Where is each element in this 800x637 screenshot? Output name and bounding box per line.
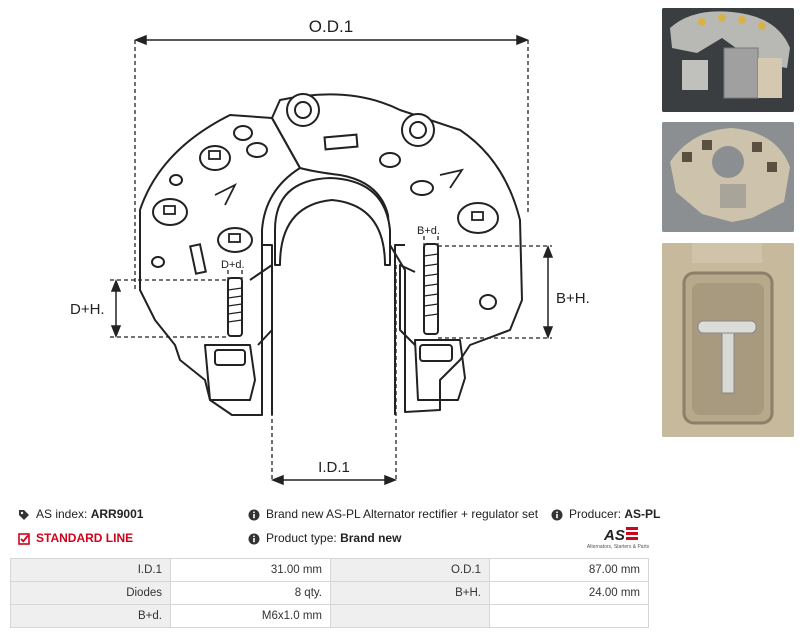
spec-value: 8 qty. (170, 581, 331, 605)
id-label: I.D.1 (318, 459, 350, 476)
info-icon (551, 509, 563, 521)
description-text: Brand new AS-PL Alternator rectifier + r… (266, 507, 539, 521)
specs-table: I.D.1 31.00 mm O.D.1 87.00 mm Diodes 8 q… (10, 558, 649, 628)
producer-label: Producer: (569, 507, 622, 521)
info-icon (248, 509, 260, 521)
spec-value (489, 604, 649, 628)
left-bolt (227, 277, 243, 337)
checkbox-checked-icon (18, 533, 30, 545)
od-label: O.D.1 (309, 17, 353, 36)
rectifier-underside-photo[interactable] (662, 122, 794, 232)
spec-label: B+H. (330, 581, 490, 605)
tag-icon (19, 509, 29, 520)
rectifier-outline-right (271, 93, 523, 413)
bh-label: B+H. (556, 290, 590, 307)
spec-value: 87.00 mm (489, 558, 649, 582)
product-type-value: Brand new (340, 531, 402, 545)
spec-label: Diodes (10, 581, 171, 605)
dd-label: D+d. (221, 259, 245, 271)
spec-value: 31.00 mm (170, 558, 331, 582)
spec-value: 24.00 mm (489, 581, 649, 605)
description-info: Brand new AS-PL Alternator rectifier + r… (248, 507, 538, 521)
as-index-info: AS index: ARR9001 (18, 507, 143, 521)
terminal-closeup-photo[interactable] (662, 243, 794, 437)
standard-line-info: STANDARD LINE (18, 531, 133, 545)
producer-info: Producer: AS-PL (551, 507, 660, 521)
bd-label: B+d. (417, 225, 440, 237)
dh-label: D+H. (70, 301, 105, 318)
as-index-label: AS index: (36, 507, 88, 521)
product-type-info: Product type: Brand new (248, 531, 401, 545)
technical-drawing: O.D.1 I.D.1 D+H. D+d. B+H. B+d. (70, 17, 590, 486)
rectifier-assembly-photo[interactable] (662, 8, 794, 112)
spec-label: B+d. (10, 604, 171, 628)
as-logo-mark: AS (603, 527, 638, 544)
spec-label (330, 604, 490, 628)
spec-value: M6x1.0 mm (170, 604, 331, 628)
right-bolt (423, 243, 439, 335)
as-index-value: ARR9001 (90, 507, 144, 521)
logo-tagline: Alternators, Starters & Parts (586, 544, 650, 550)
inner-arch (274, 177, 391, 266)
spec-label: I.D.1 (10, 558, 171, 582)
table-row: I.D.1 31.00 mm O.D.1 87.00 mm (10, 558, 649, 582)
standard-line-label: STANDARD LINE (36, 531, 134, 545)
svg-text:AS: AS (603, 527, 625, 544)
product-type-label: Product type: (266, 531, 337, 545)
table-row: Diodes 8 qty. B+H. 24.00 mm (10, 581, 649, 605)
spec-label: O.D.1 (330, 558, 490, 582)
table-row: B+d. M6x1.0 mm (10, 604, 649, 628)
info-icon (248, 533, 260, 545)
as-pl-logo: AS Alternators, Starters & Parts (586, 524, 650, 552)
producer-value: AS-PL (624, 507, 661, 521)
